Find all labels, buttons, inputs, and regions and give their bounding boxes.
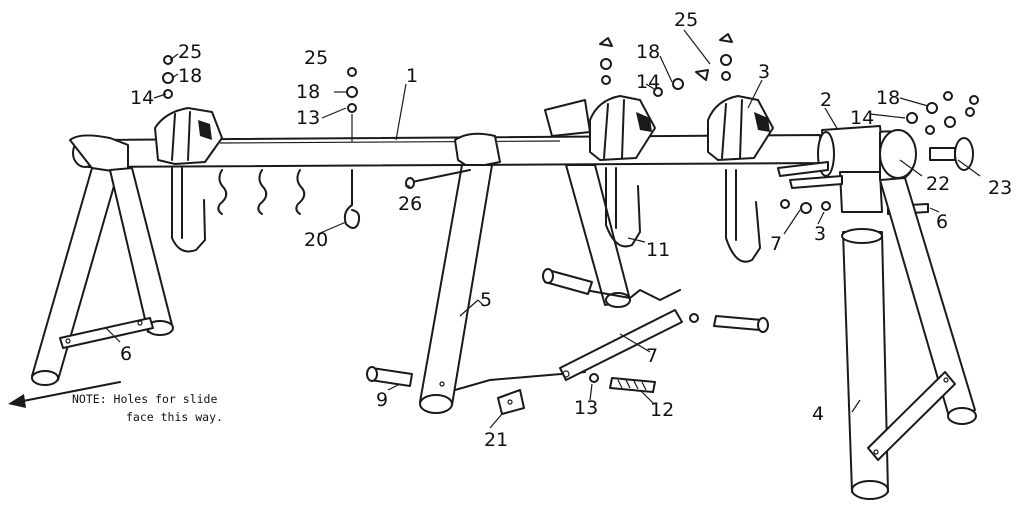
label-part-9: 9	[376, 389, 388, 411]
label-part-25: 25	[674, 9, 698, 31]
label-part-18: 18	[178, 65, 202, 87]
label-part-12: 12	[650, 399, 674, 421]
middle-bracket-2	[707, 95, 774, 161]
right-a-frame	[841, 177, 977, 500]
slide-mount	[366, 268, 769, 415]
right-end-fitting	[817, 125, 974, 213]
label-part-6: 6	[936, 211, 948, 233]
label-part-25: 25	[304, 47, 328, 69]
u-bolt-right	[725, 169, 761, 263]
label-part-4: 4	[812, 403, 824, 425]
hooks	[217, 169, 361, 229]
label-part-11: 11	[646, 239, 670, 261]
label-part-5: 5	[480, 289, 492, 311]
leader-lines	[105, 29, 981, 429]
label-part-2: 2	[820, 89, 832, 111]
u-bolt-left	[171, 167, 206, 253]
label-part-3: 3	[814, 223, 826, 245]
label-part-6: 6	[120, 343, 132, 365]
left-bracket	[154, 107, 223, 165]
label-part-18: 18	[876, 87, 900, 109]
label-part-22: 22	[926, 173, 950, 195]
label-part-13: 13	[574, 397, 598, 419]
bolt-26	[405, 169, 471, 189]
label-part-18: 18	[636, 41, 660, 63]
center-right-legs	[565, 164, 631, 308]
u-bolt-11	[605, 167, 641, 248]
label-part-14: 14	[850, 107, 874, 129]
hardware-stack-mid-b	[719, 33, 733, 81]
label-part-18: 18	[296, 81, 320, 103]
slide-plate	[544, 99, 591, 137]
label-part-14: 14	[130, 87, 154, 109]
left-a-frame	[31, 134, 174, 386]
label-part-3: 3	[758, 61, 770, 83]
label-part-7: 7	[770, 233, 782, 255]
direction-arrow	[8, 381, 121, 408]
label-part-13: 13	[296, 107, 320, 129]
note-line-1: NOTE: Holes for slide	[72, 392, 217, 406]
label-part-21: 21	[484, 429, 508, 451]
note-line-2: face this way.	[126, 410, 223, 424]
center-leg	[419, 132, 501, 414]
hardware-stack-mid-a	[599, 37, 613, 85]
label-part-23: 23	[988, 177, 1012, 199]
middle-bracket-1	[589, 95, 656, 161]
label-part-1: 1	[406, 65, 418, 87]
label-part-26: 26	[398, 193, 422, 215]
label-part-20: 20	[304, 229, 328, 251]
hardware-stack-middle	[346, 67, 358, 142]
label-part-25: 25	[178, 41, 202, 63]
part-labels: 25 18 14 25 18 13 1 25 18 14 3 2 18 14 2…	[120, 9, 1012, 451]
label-part-7: 7	[646, 345, 658, 367]
hardware-right-top	[906, 91, 979, 135]
hardware-stack-left	[162, 55, 174, 99]
label-part-14: 14	[636, 71, 660, 93]
hardware-loose-mid	[653, 69, 709, 97]
